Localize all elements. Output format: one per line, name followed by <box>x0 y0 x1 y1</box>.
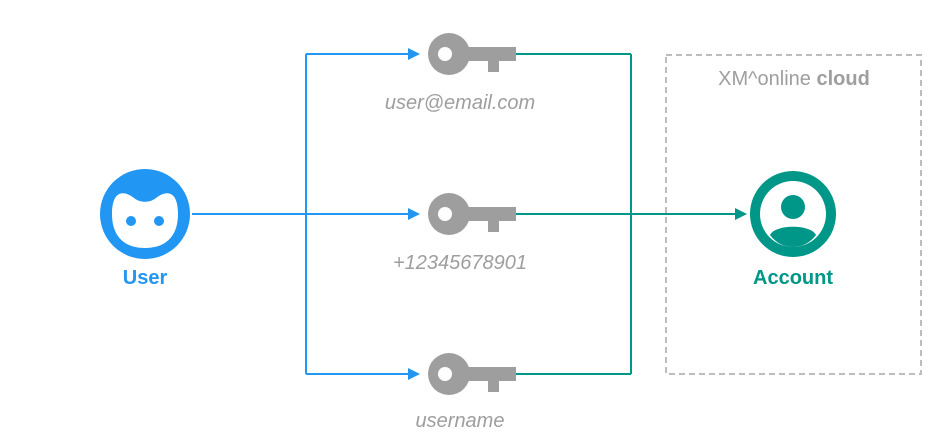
account-label: Account <box>753 267 833 289</box>
user-label: User <box>122 267 168 289</box>
user-connectors <box>192 48 420 380</box>
cloud-title: XM^online cloud <box>666 68 922 91</box>
email-key-label: user@email.com <box>384 92 536 114</box>
account-circle-icon <box>750 171 836 257</box>
key-icon <box>428 193 516 235</box>
key-icon <box>428 33 516 75</box>
cloud-title-prefix: XM^online <box>718 68 811 90</box>
user-face-icon <box>100 169 190 259</box>
username-key-label: username <box>415 410 505 432</box>
phone-key-label: +12345678901 <box>392 252 528 274</box>
key-icon <box>428 353 516 395</box>
account-connectors <box>516 53 747 375</box>
cloud-boundary <box>665 54 922 375</box>
cloud-title-bold: cloud <box>816 68 870 90</box>
